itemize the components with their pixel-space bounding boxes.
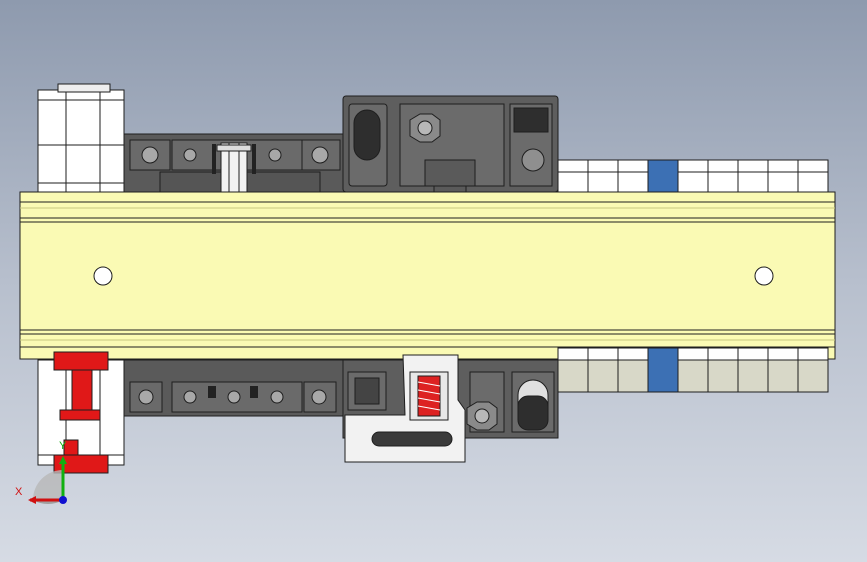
connector-housing-bottom [123, 359, 345, 417]
pin-top [216, 142, 252, 196]
triad-y-label: Y [59, 440, 67, 452]
end-block-top [37, 83, 125, 193]
triad-x-label: X [15, 486, 23, 498]
terminal-strip-top [557, 159, 829, 193]
spring-bracket [344, 354, 466, 463]
triad-z-axis [59, 496, 67, 504]
red-clip [53, 351, 109, 474]
terminal-strip-bottom [557, 347, 829, 393]
din-rail [19, 191, 836, 360]
coordinate-triad [28, 456, 67, 505]
module-housing-top [342, 95, 559, 203]
